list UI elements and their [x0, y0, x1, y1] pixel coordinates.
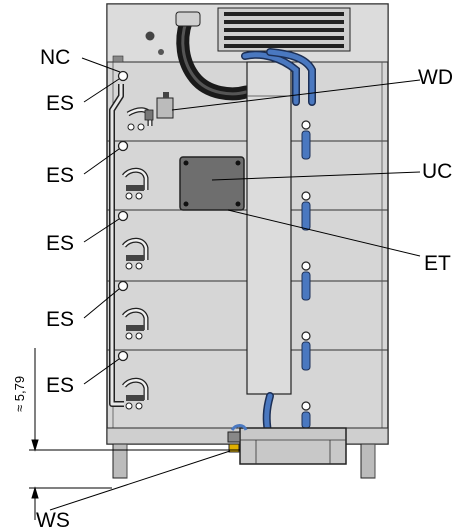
leader-ws — [49, 450, 231, 511]
bolt-icon — [145, 31, 155, 41]
valve-unit-5 — [122, 377, 149, 410]
label-uc: UC — [422, 160, 452, 183]
right-connectors — [301, 120, 311, 429]
leader-et — [227, 209, 421, 257]
drain-hose — [175, 11, 253, 101]
valve-unit-3 — [122, 237, 149, 270]
es-sensor-1 — [117, 70, 129, 82]
vent-grille — [217, 7, 351, 52]
connector-4 — [301, 331, 311, 371]
bottom-blue-hose — [262, 392, 274, 436]
left-manifold — [109, 84, 124, 407]
es-sensor-2 — [117, 140, 129, 152]
label-es-3: ES — [46, 232, 74, 255]
top-bracket — [112, 55, 124, 63]
connector-5 — [301, 401, 311, 429]
leader-wd — [171, 79, 421, 111]
drip-tray — [239, 427, 347, 465]
leader-uc — [211, 171, 421, 181]
leader-es-5 — [83, 358, 120, 385]
label-es-4: ES — [46, 308, 74, 331]
label-es-5: ES — [46, 374, 74, 397]
controller-box — [179, 156, 245, 211]
label-nc: NC — [40, 46, 70, 69]
leader-lines — [49, 57, 421, 511]
blue-hoses — [241, 48, 316, 106]
valve-units — [122, 92, 174, 410]
es-sensor-3 — [117, 210, 129, 222]
valve-unit-2 — [122, 167, 149, 200]
leader-nc — [81, 57, 121, 73]
label-wd: WD — [418, 66, 453, 89]
dimension-label: ≈ 5,79 — [12, 376, 27, 412]
connector-3 — [301, 261, 311, 301]
valve-unit-1 — [126, 92, 174, 131]
leader-es-4 — [83, 288, 120, 319]
leader-es-3 — [83, 218, 120, 243]
label-es-2: ES — [46, 164, 74, 187]
label-ws: WS — [36, 509, 70, 531]
valve-unit-4 — [122, 307, 149, 340]
connector-1 — [301, 120, 311, 160]
dimension-marker — [29, 348, 240, 520]
es-sensor-5 — [117, 350, 129, 362]
es-sensors — [117, 70, 129, 362]
connector-2 — [301, 191, 311, 231]
label-es-1: ES — [46, 92, 74, 115]
central-duct — [246, 61, 292, 395]
es-sensor-4 — [117, 280, 129, 292]
ws-valve — [227, 424, 248, 453]
bolt-icon — [158, 49, 164, 55]
label-et: ET — [424, 252, 451, 275]
leader-es-2 — [83, 148, 120, 175]
leader-es-1 — [83, 78, 120, 103]
feet — [112, 443, 376, 479]
